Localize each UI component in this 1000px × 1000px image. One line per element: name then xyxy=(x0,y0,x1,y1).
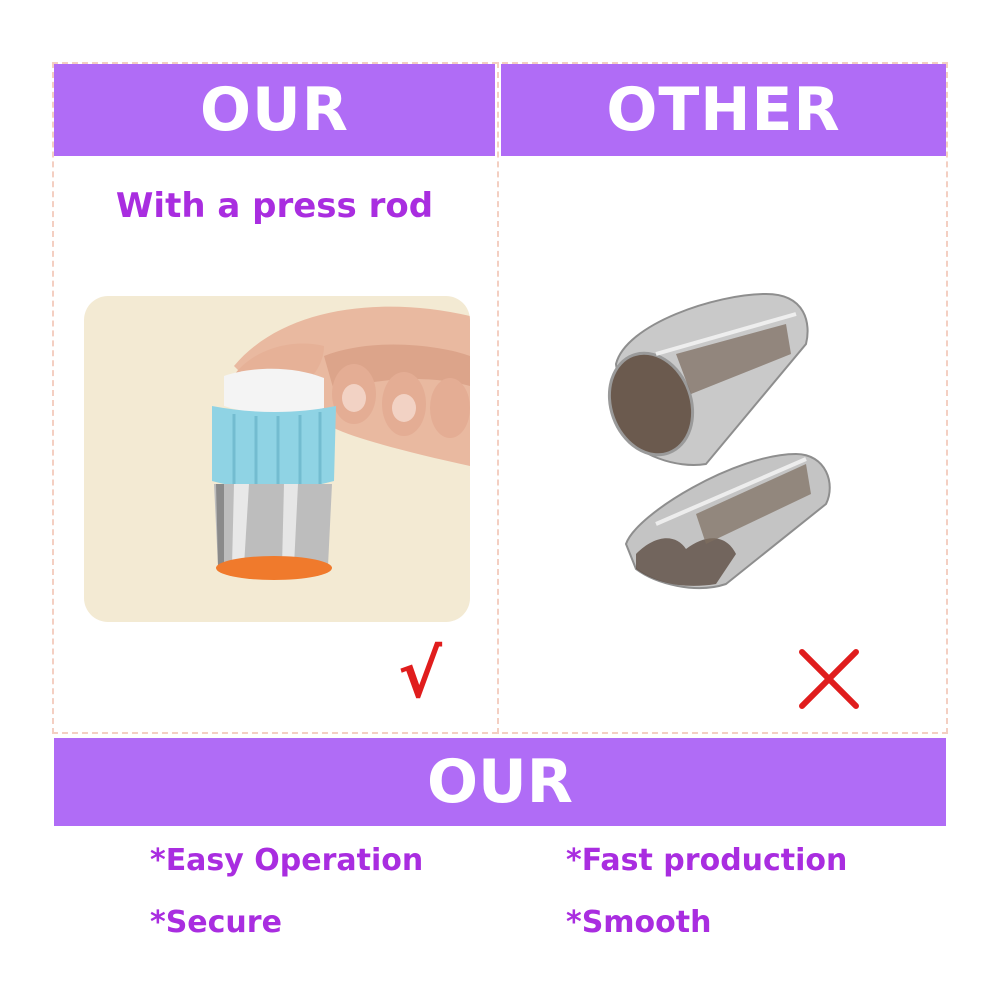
header-other: OTHER xyxy=(501,64,946,156)
comparison-frame xyxy=(52,62,948,734)
plain-cutter-molds-photo xyxy=(596,284,842,604)
left-caption: With a press rod xyxy=(115,186,434,226)
header-our: OUR xyxy=(54,64,495,156)
cross-icon xyxy=(799,649,859,709)
feature-smooth: *Smooth xyxy=(566,905,712,940)
press-rod-cutter-illustration xyxy=(212,306,470,580)
bottom-banner-our: OUR xyxy=(54,738,946,826)
feature-easy-operation: *Easy Operation xyxy=(150,843,424,878)
feature-secure: *Secure xyxy=(150,905,282,940)
check-mark: √ xyxy=(398,636,443,713)
plain-cutter-molds-illustration xyxy=(607,292,831,590)
column-divider xyxy=(497,62,499,734)
feature-fast-production: *Fast production xyxy=(566,843,848,878)
press-rod-cutter-photo xyxy=(84,296,470,622)
